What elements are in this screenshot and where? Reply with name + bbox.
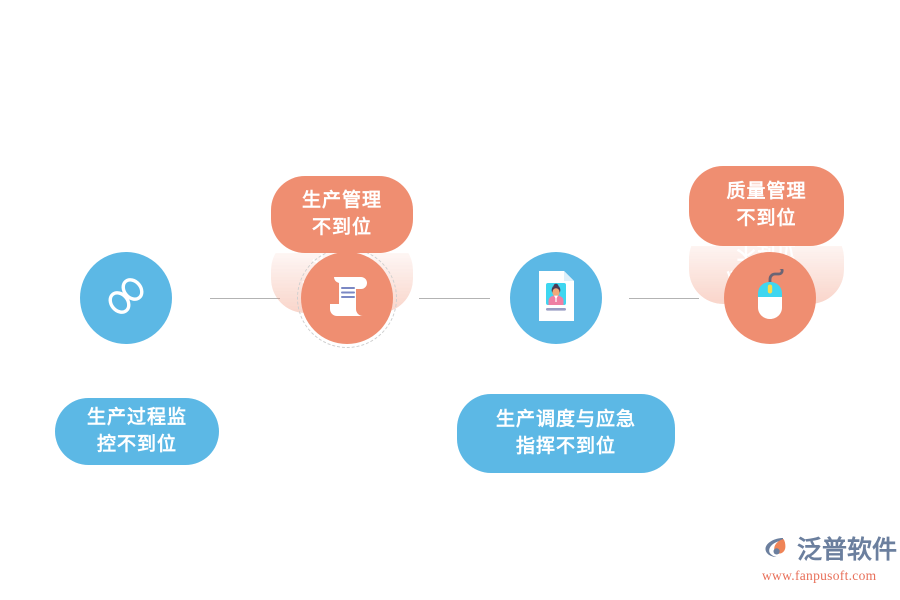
logo-company-name: 泛普软件 <box>797 534 898 564</box>
label-production-management[interactable]: 生产管理 不到位 <box>271 176 413 253</box>
label-dispatch-emergency[interactable]: 生产调度与应急 指挥不到位 <box>457 394 675 473</box>
connector-line-1 <box>210 298 280 299</box>
node-chain-link[interactable] <box>80 252 172 344</box>
label-process-monitoring[interactable]: 生产过程监 控不到位 <box>55 398 219 465</box>
label-line-2: 指挥不到位 <box>515 435 616 457</box>
label-line-1: 生产调度与应急 <box>495 408 636 430</box>
label-line-1: 质量管理 <box>726 181 807 203</box>
node-computer-mouse[interactable] <box>724 252 816 344</box>
label-line-2: 不到位 <box>311 216 372 238</box>
label-line-2: 控不到位 <box>96 433 177 455</box>
computer-mouse-icon <box>747 265 793 328</box>
label-quality-management[interactable]: 质量管理 不到位 <box>689 166 844 246</box>
label-line-2: 不到位 <box>736 208 797 229</box>
node-scroll-document[interactable] <box>301 252 393 344</box>
node-id-card-document[interactable] <box>510 252 602 344</box>
fanpu-swoosh-icon <box>762 532 792 567</box>
id-card-document-icon <box>533 269 579 328</box>
chain-link-icon <box>102 272 150 325</box>
logo-website-url: www.fanpusoft.com <box>762 568 877 583</box>
connector-line-3 <box>629 298 699 299</box>
connector-line-2 <box>419 298 490 299</box>
scroll-document-icon <box>324 271 370 326</box>
brand-logo: 泛普软件 www.fanpusoft.com <box>762 532 897 589</box>
logo-row: 泛普软件 <box>762 532 897 567</box>
label-line-1: 生产管理 <box>301 189 382 211</box>
label-line-1: 生产过程监 <box>86 406 187 428</box>
